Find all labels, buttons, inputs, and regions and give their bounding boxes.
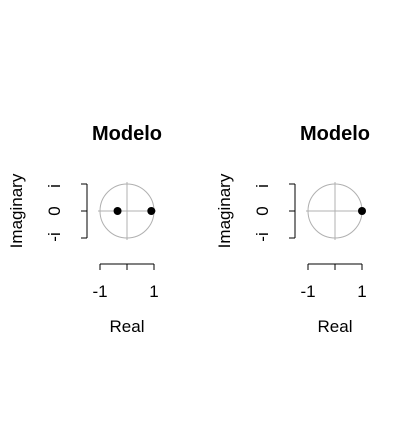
data-point [358, 207, 366, 215]
panel-1-xtick-neg1: -1 [92, 282, 107, 301]
panel-2-xtick-1: 1 [357, 282, 366, 301]
panel-2-xtick-neg1: -1 [300, 282, 315, 301]
panel-1-ytick-0: 0 [45, 206, 64, 215]
data-point [147, 207, 156, 215]
panel-1-title: Modelo [92, 123, 162, 145]
panel-2: Modelo Imaginary Real -i 0 i -1 1 [215, 123, 370, 336]
panel-1-xtick-1: 1 [149, 282, 158, 301]
panel-2-ylabel: Imaginary [215, 173, 234, 248]
panel-1-ylabel: Imaginary [7, 173, 26, 248]
panel-2-ytick-neg-i: -i [253, 232, 272, 241]
panel-2-xlabel: Real [318, 317, 353, 336]
data-point [113, 207, 122, 215]
panel-1-xlabel: Real [110, 317, 145, 336]
panel-1-ytick-i: i [45, 184, 64, 188]
panel-1-plot-area [81, 182, 156, 270]
panel-1-ytick-neg-i: -i [45, 232, 64, 241]
panel-1: Modelo Imaginary Real -i 0 i -1 1 [7, 123, 162, 336]
panel-2-plot-area [289, 182, 366, 270]
panel-2-title: Modelo [300, 123, 370, 145]
panel-2-ytick-0: 0 [253, 206, 272, 215]
panel-2-ytick-i: i [253, 184, 272, 188]
